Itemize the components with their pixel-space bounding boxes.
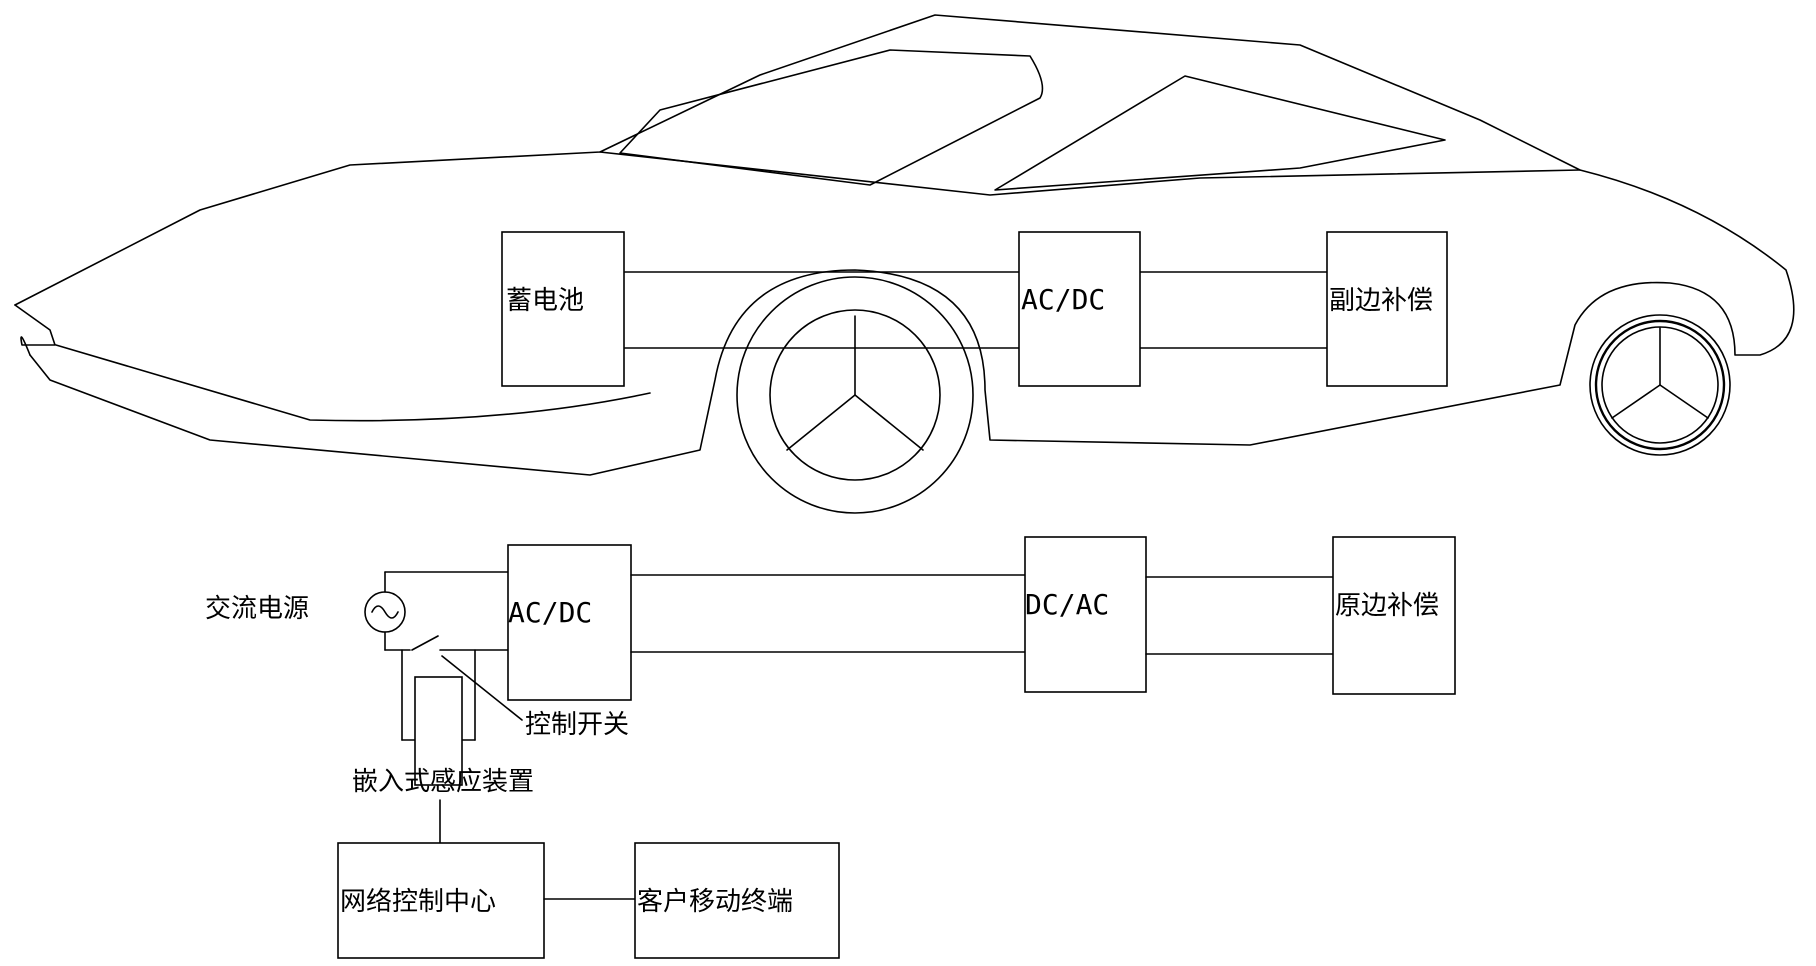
inverter-box: [1024, 536, 1147, 693]
ground-rectifier-label: AC/DC: [508, 596, 592, 629]
ac-source-label: 交流电源: [205, 594, 309, 624]
mobile-terminal-box: [634, 842, 840, 959]
rear-wheel-rim: [1594, 319, 1726, 451]
ground-circuit: 交流电源 控制开关 嵌入式感应装置 AC/DC: [205, 536, 1456, 959]
car-nose: [14, 304, 56, 356]
front-wheel-tire: [736, 276, 974, 514]
secondary-compensation-label: 副边补偿: [1329, 286, 1433, 316]
ac-source-icon: [364, 591, 406, 633]
battery-label: 蓄电池: [506, 286, 584, 316]
front-wheel-rim: [769, 309, 941, 481]
control-switch-icon: [411, 635, 439, 651]
vehicle-rectifier-box: [1018, 231, 1141, 387]
car-rear-window: [994, 75, 1446, 191]
front-wheel: [736, 276, 974, 514]
network-control-center-box: [337, 842, 545, 959]
mobile-terminal-label: 客户移动终端: [637, 887, 793, 917]
secondary-compensation-box: [1326, 231, 1448, 387]
rear-wheel: [1589, 314, 1731, 456]
control-switch-leader: [441, 655, 523, 721]
inverter-label: DC/AC: [1025, 588, 1109, 621]
car-hood-line: [55, 344, 651, 422]
front-wheel-spoke: [786, 394, 856, 451]
rear-wheel-spoke: [1659, 384, 1709, 419]
front-wheel-spoke: [854, 394, 924, 451]
primary-compensation-label: 原边补偿: [1335, 591, 1439, 621]
primary-compensation-box: [1332, 536, 1456, 695]
rear-wheel-spoke: [1611, 384, 1661, 419]
rear-wheel-hub: [1601, 326, 1719, 444]
car-beltline: [599, 151, 1581, 196]
embedded-sensor-label: 嵌入式感应装置: [352, 767, 534, 797]
vehicle-rectifier-label: AC/DC: [1021, 283, 1105, 316]
ground-rectifier-box: [507, 544, 632, 701]
car-body: [14, 14, 1795, 476]
network-control-center-label: 网络控制中心: [340, 887, 496, 917]
control-switch-label: 控制开关: [525, 710, 629, 740]
battery-box: [501, 231, 625, 387]
car-front-window: [619, 49, 1044, 186]
vehicle-circuit: 蓄电池 AC/DC 副边补偿: [501, 231, 1448, 387]
embedded-sensor-box: [414, 676, 463, 786]
car-outline: [14, 14, 1795, 476]
rear-wheel-tire: [1589, 314, 1731, 456]
